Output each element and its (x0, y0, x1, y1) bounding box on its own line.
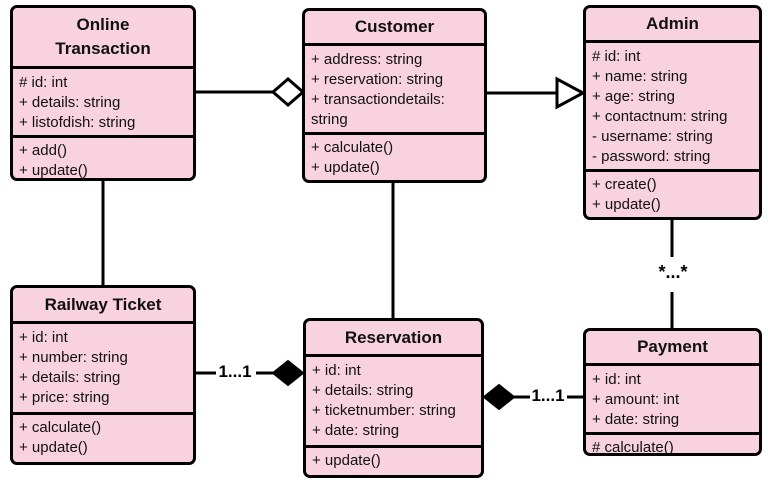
class-box-customer: Customer + address: string + reservation… (302, 8, 487, 183)
class-attributes: # id: int + details: string + listofdish… (13, 66, 193, 135)
attribute-line: - password: string (592, 148, 711, 165)
class-methods: + update() (306, 445, 481, 475)
attribute-line: + id: int (312, 362, 361, 379)
attribute-line: + details: string (19, 94, 121, 111)
multiplicity-label-reservation-payment: 1...1 (531, 386, 565, 405)
method-line: + add() (19, 142, 67, 159)
class-title: Admin (586, 8, 759, 40)
attribute-line: + address: string (311, 51, 423, 68)
method-line: + update() (19, 162, 88, 179)
method-line: + update() (19, 439, 88, 456)
class-box-admin: Admin # id: int + name: string + age: st… (583, 5, 762, 220)
class-title: Online Transaction (13, 8, 193, 66)
attribute-line: + price: string (19, 389, 110, 406)
attribute-line: + contactnum: string (592, 108, 728, 125)
method-line: + calculate() (311, 139, 394, 156)
class-methods: + calculate() + update() (13, 412, 193, 462)
aggregation-diamond-icon (270, 77, 306, 107)
class-title-text: Online Transaction (55, 15, 151, 58)
class-title: Reservation (306, 321, 481, 354)
class-title-text: Customer (354, 17, 435, 36)
attribute-line: + date: string (592, 411, 680, 428)
class-title-text: Payment (637, 337, 708, 356)
generalization-triangle-icon (555, 76, 587, 110)
attribute-line: + date: string (312, 422, 400, 439)
attribute-line: - username: string (592, 128, 713, 145)
class-title-text: Reservation (344, 327, 443, 347)
class-title: Payment (586, 331, 759, 363)
class-attributes: # id: int + name: string + age: string +… (586, 40, 759, 169)
composition-diamond-icon-reservation-right (482, 383, 516, 411)
class-attributes: + id: int + details: string + ticketnumb… (306, 354, 481, 445)
class-attributes: + id: int + number: string + details: st… (13, 321, 193, 412)
class-title: Railway Ticket (13, 288, 193, 321)
class-title-text: Railway Ticket (44, 294, 162, 314)
class-title: Customer (305, 11, 484, 43)
class-box-reservation: Reservation + id: int + details: string … (303, 318, 484, 478)
method-line: + calculate() (19, 419, 102, 436)
class-attributes: + id: int + amount: int + date: string (586, 363, 759, 432)
method-line: + update() (311, 159, 380, 176)
method-line: # calculate() (592, 439, 674, 456)
attribute-line: + number: string (19, 349, 128, 366)
attribute-line: # id: int (19, 74, 68, 91)
attribute-line: + name: string (592, 68, 688, 85)
multiplicity-label-railwayticket-reservation: 1...1 (218, 362, 252, 381)
attribute-line: + ticketnumber: string (312, 402, 456, 419)
class-methods: + create() + update() (586, 169, 759, 219)
attribute-line: + details: string (312, 382, 414, 399)
class-methods: # calculate() (586, 432, 759, 462)
class-title-text: Admin (646, 14, 699, 33)
composition-diamond-icon-reservation-left (271, 359, 305, 387)
method-line: + create() (592, 176, 657, 193)
class-box-online-transaction: Online Transaction # id: int + details: … (10, 5, 196, 181)
class-box-railway-ticket: Railway Ticket + id: int + number: strin… (10, 285, 196, 465)
class-attributes: + address: string + reservation: string … (305, 43, 484, 132)
attribute-line: # id: int (592, 48, 641, 65)
method-line: + update() (592, 196, 661, 213)
attribute-line: + transactiondetails: string (311, 91, 445, 128)
attribute-line: + age: string (592, 88, 675, 105)
class-methods: + add() + update() (13, 135, 193, 185)
multiplicity-label-admin-payment: *...* (658, 262, 688, 282)
class-box-payment: Payment + id: int + amount: int + date: … (583, 328, 762, 456)
attribute-line: + id: int (592, 371, 641, 388)
attribute-line: + details: string (19, 369, 121, 386)
attribute-line: + id: int (19, 329, 68, 346)
attribute-line: + amount: int (592, 391, 680, 408)
class-methods: + calculate() + update() (305, 132, 484, 182)
attribute-line: + reservation: string (311, 71, 444, 88)
method-line: + update() (312, 452, 381, 469)
attribute-line: + listofdish: string (19, 114, 136, 131)
